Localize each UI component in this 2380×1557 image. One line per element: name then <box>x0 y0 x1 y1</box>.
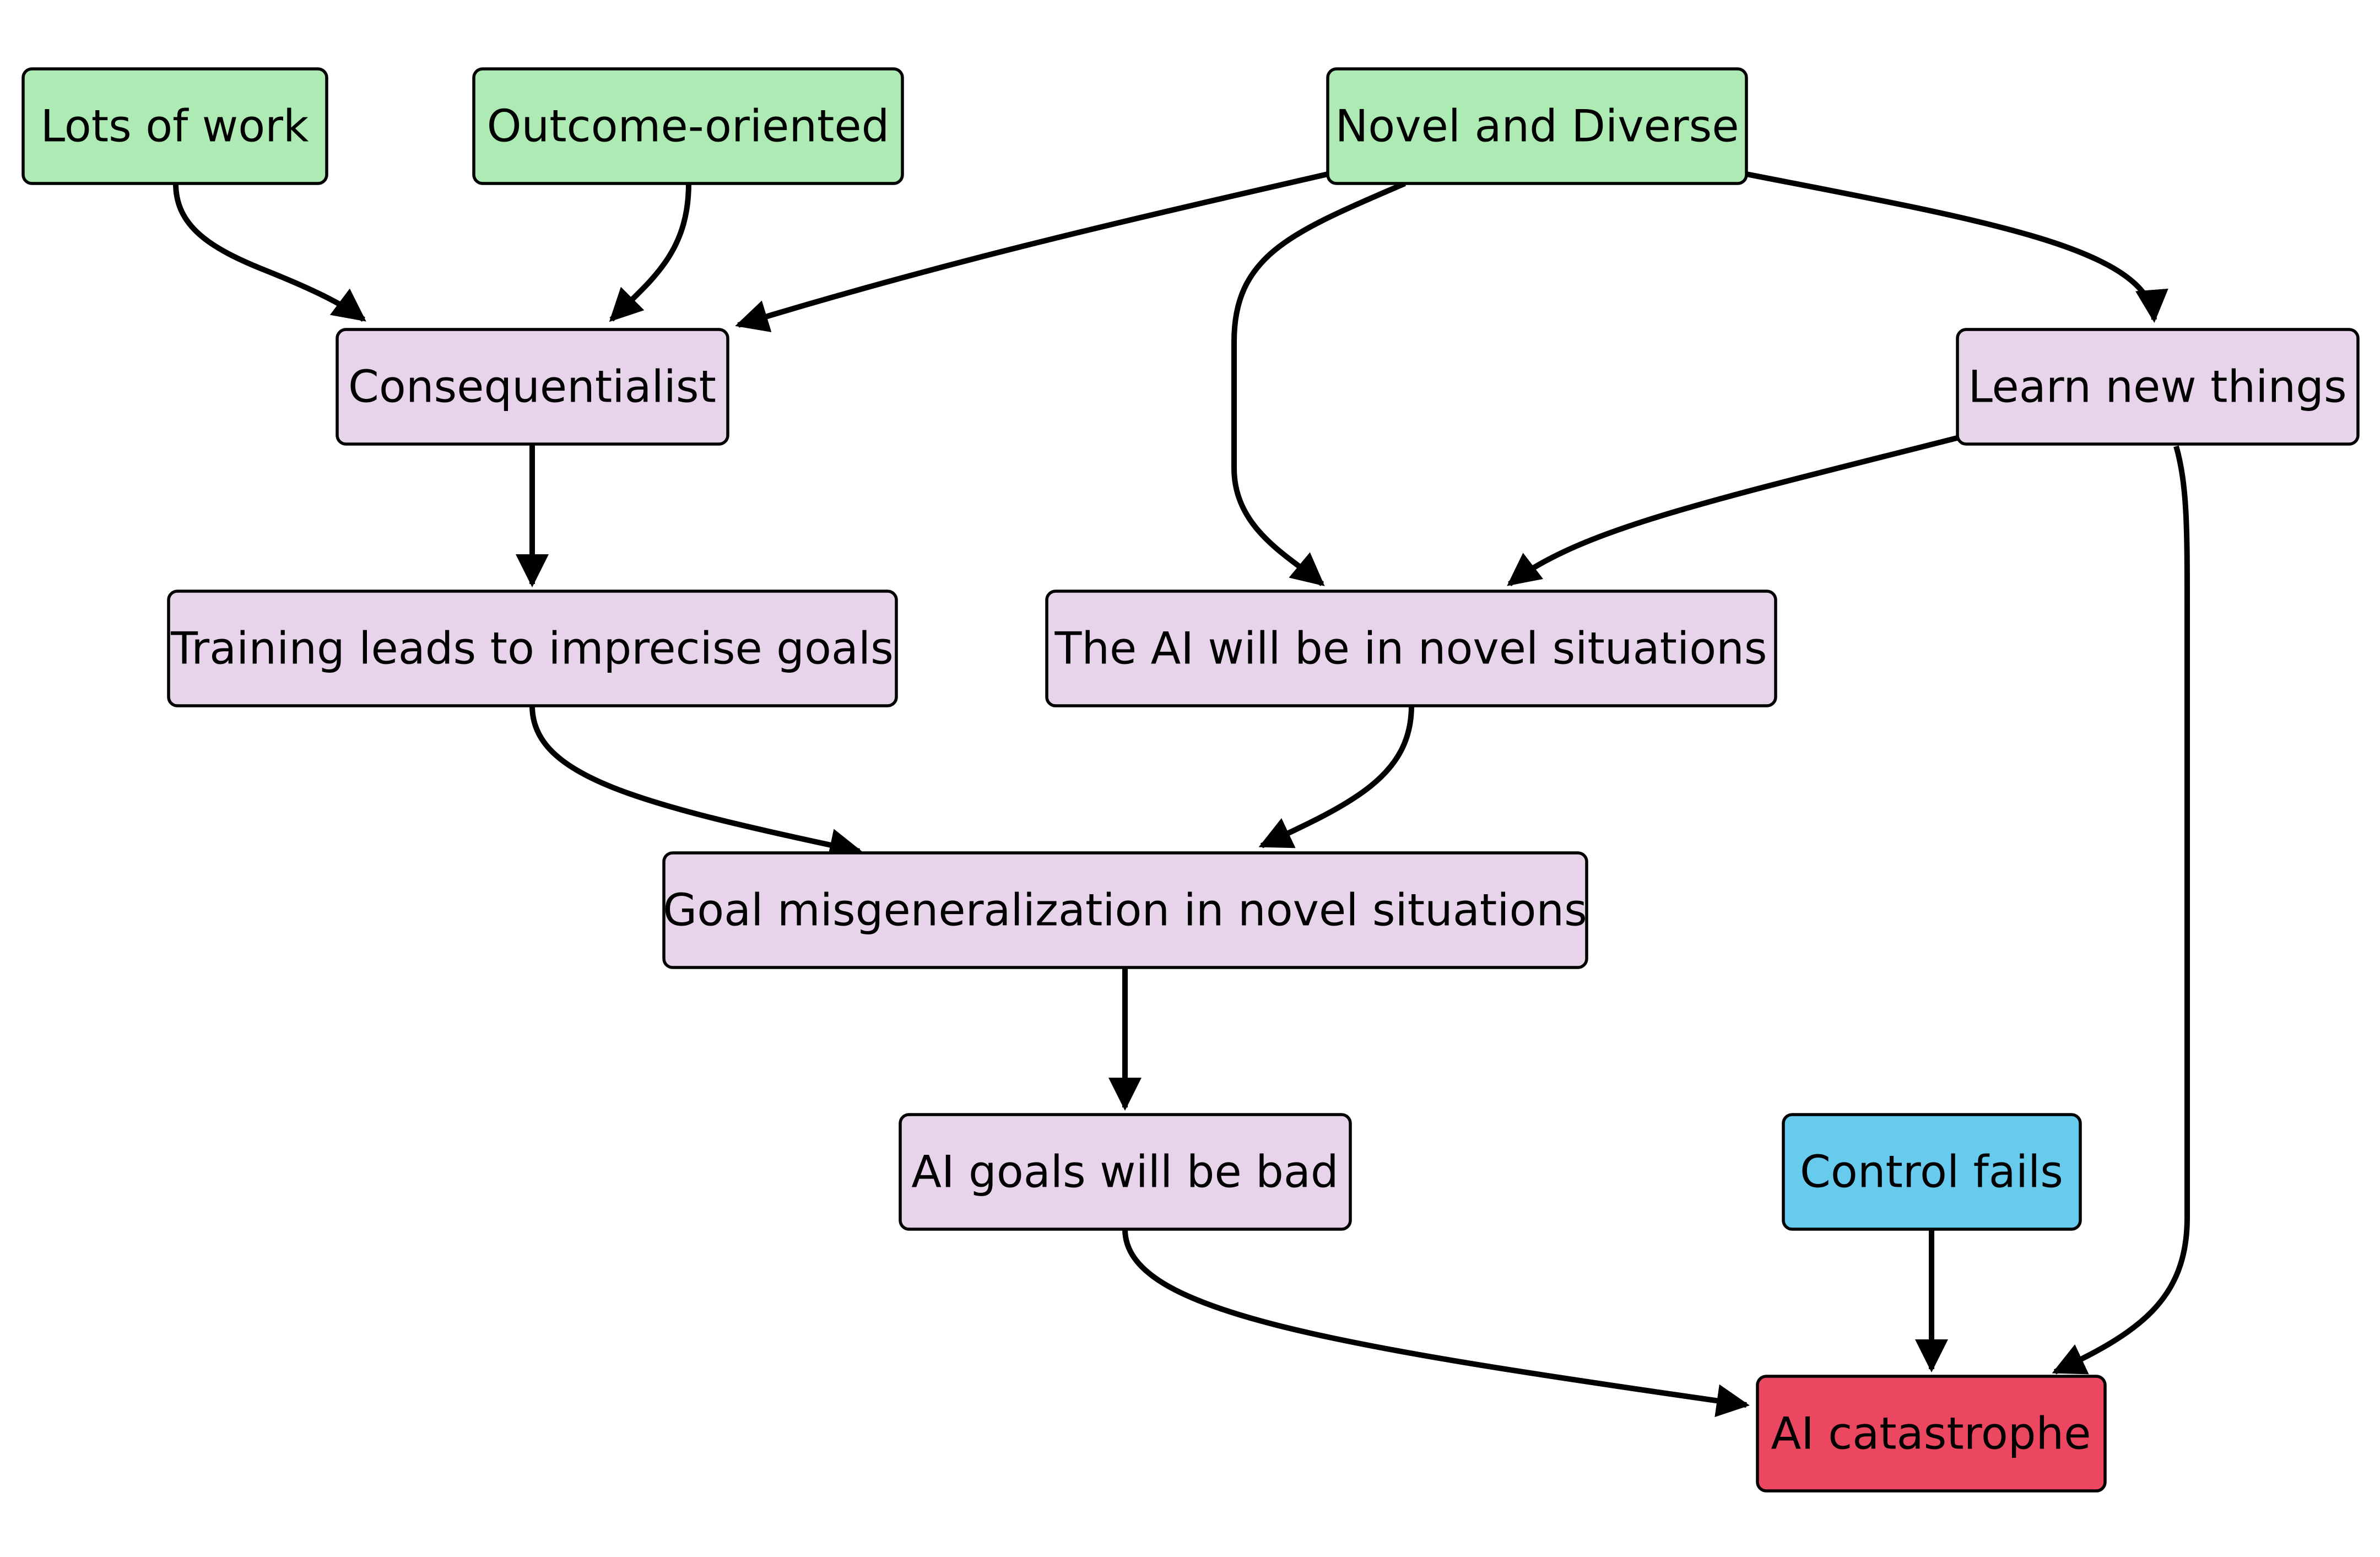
edge-ai-goals-bad-to-ai-catastrophe <box>1122 1229 1750 1418</box>
edge-lots-of-work-to-consequentialist <box>173 183 366 322</box>
node-ai-catastrophe-box <box>1756 1375 2107 1493</box>
node-learn-new-things: Learn new things <box>1956 328 2360 446</box>
edge-novel-situations-to-goal-misgeneralization <box>1258 705 1414 848</box>
node-imprecise-goals-box <box>167 590 898 707</box>
node-control-fails: Control fails <box>1782 1113 2082 1231</box>
node-novel-situations: The AI will be in novel situations <box>1045 590 1777 707</box>
edge-outcome-oriented-to-consequentialist <box>609 183 691 322</box>
edge-novel-and-diverse-to-learn-new-things <box>1746 171 2168 323</box>
edge-learn-new-things-to-novel-situations <box>1507 434 1962 586</box>
node-lots-of-work-label: Lots of work <box>41 101 309 152</box>
node-goal-misgeneralization-box <box>662 851 1588 969</box>
node-lots-of-work: Lots of work <box>21 67 328 185</box>
node-imprecise-goals-label: Training leads to imprecise goals <box>170 623 894 674</box>
node-consequentialist-label: Consequentialist <box>348 361 716 413</box>
node-ai-goals-bad-label: AI goals will be bad <box>911 1147 1338 1198</box>
node-outcome-oriented-label: Outcome-oriented <box>487 101 890 152</box>
node-control-fails-box <box>1782 1113 2082 1231</box>
node-novel-situations-label: The AI will be in novel situations <box>1054 623 1767 674</box>
node-ai-catastrophe-label: AI catastrophe <box>1771 1408 2091 1459</box>
edge-imprecise-goals-to-goal-misgeneralization <box>529 705 863 862</box>
node-consequentialist: Consequentialist <box>336 328 729 446</box>
node-outcome-oriented-box <box>472 67 904 185</box>
node-novel-and-diverse: Novel and Diverse <box>1326 67 1748 185</box>
node-lots-of-work-box <box>21 67 328 185</box>
node-ai-catastrophe: AI catastrophe <box>1756 1375 2107 1493</box>
node-control-fails-label: Control fails <box>1800 1147 2063 1198</box>
node-novel-and-diverse-label: Novel and Diverse <box>1335 101 1739 152</box>
edge-learn-new-things-to-ai-catastrophe <box>2052 445 2190 1375</box>
node-outcome-oriented: Outcome-oriented <box>472 67 904 185</box>
node-ai-goals-bad-box <box>899 1113 1352 1231</box>
node-imprecise-goals: Training leads to imprecise goals <box>167 590 898 707</box>
edge-novel-and-diverse-to-novel-situations <box>1231 181 1406 586</box>
node-learn-new-things-label: Learn new things <box>1968 361 2346 413</box>
node-consequentialist-box <box>336 328 729 446</box>
node-ai-goals-bad: AI goals will be bad <box>899 1113 1352 1231</box>
node-novel-situations-box <box>1045 590 1777 707</box>
node-goal-misgeneralization-label: Goal misgeneralization in novel situatio… <box>663 885 1587 936</box>
edge-novel-and-diverse-to-consequentialist <box>735 171 1329 332</box>
node-goal-misgeneralization: Goal misgeneralization in novel situatio… <box>662 851 1588 969</box>
node-novel-and-diverse-box <box>1326 67 1748 185</box>
node-learn-new-things-box <box>1956 328 2360 446</box>
